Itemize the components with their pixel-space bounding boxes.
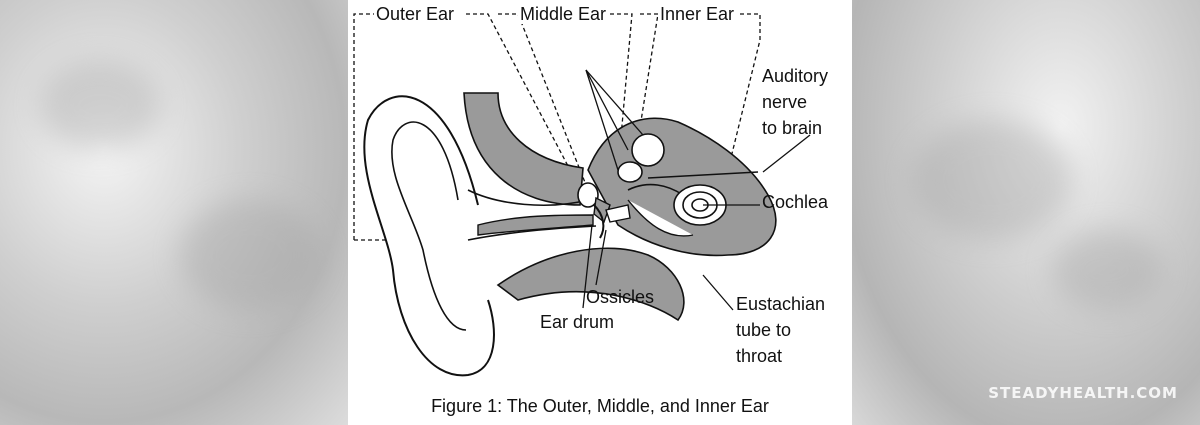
label-auditory-nerve-line1: Auditory (762, 66, 829, 86)
label-eustachian-line3: throat (736, 346, 783, 366)
label-cochlea: Cochlea (762, 192, 829, 212)
outer-ear-bracket-left (353, 13, 374, 240)
label-middle-ear: Middle Ear (518, 4, 609, 24)
semicircular-canal-1 (631, 133, 665, 167)
label-ossicles: Ossicles (586, 287, 655, 307)
stapes (605, 204, 631, 223)
ear-anatomy-illustration (353, 13, 811, 377)
ear-canal-wall-top (467, 189, 589, 206)
cochlear-duct (627, 199, 694, 237)
auditory-nerve (647, 171, 759, 179)
site-watermark: STEADYHEALTH.COM (988, 384, 1178, 402)
blur-shape (180, 200, 320, 310)
label-eustachian-line1: Eustachian (736, 294, 826, 314)
semicircular-canal-2 (617, 161, 643, 183)
ear-canal-floor (477, 214, 594, 236)
malleus (577, 182, 599, 208)
pointer-lines (582, 69, 811, 311)
pointer-ear-drum (582, 224, 593, 309)
label-ear-drum: Ear drum (540, 312, 615, 332)
label-inner-ear: Inner Ear (658, 4, 737, 24)
middle-ear-bracket-right (610, 13, 633, 171)
ear-drum-membrane (593, 204, 605, 239)
pointer-ossicles (595, 229, 607, 286)
blur-shape (1052, 230, 1162, 310)
pointer-to-canal-3 (585, 69, 644, 136)
ear-diagram-panel: Outer Ear Middle Ear Inner Ear Auditory … (348, 0, 852, 425)
pointer-to-canal-1 (585, 69, 629, 151)
pointer-to-canal-2 (585, 69, 619, 171)
ear-canal-wall-bottom (467, 225, 597, 241)
temporal-bone-upper (463, 92, 584, 206)
pinna-inner-fold (391, 121, 467, 331)
pinna-outline (363, 95, 495, 377)
label-outer-ear: Outer Ear (374, 4, 457, 24)
label-auditory-nerve-line3: to brain (762, 118, 823, 138)
label-auditory-nerve-line2: nerve (762, 92, 808, 112)
inner-ear-bracket-right (722, 13, 761, 191)
figure-caption: Figure 1: The Outer, Middle, and Inner E… (431, 396, 769, 416)
pointer-eustachian (702, 274, 734, 311)
eustachian-region-tissue (496, 247, 685, 322)
blurred-background-left (0, 0, 348, 425)
blurred-background-right (852, 0, 1200, 425)
cochlea-spiral (673, 184, 727, 226)
blur-shape (912, 120, 1072, 240)
label-eustachian-line2: tube to (736, 320, 792, 340)
pointer-auditory-nerve (762, 134, 811, 173)
outer-ear-bracket-right (466, 13, 579, 186)
blur-shape (40, 60, 160, 150)
